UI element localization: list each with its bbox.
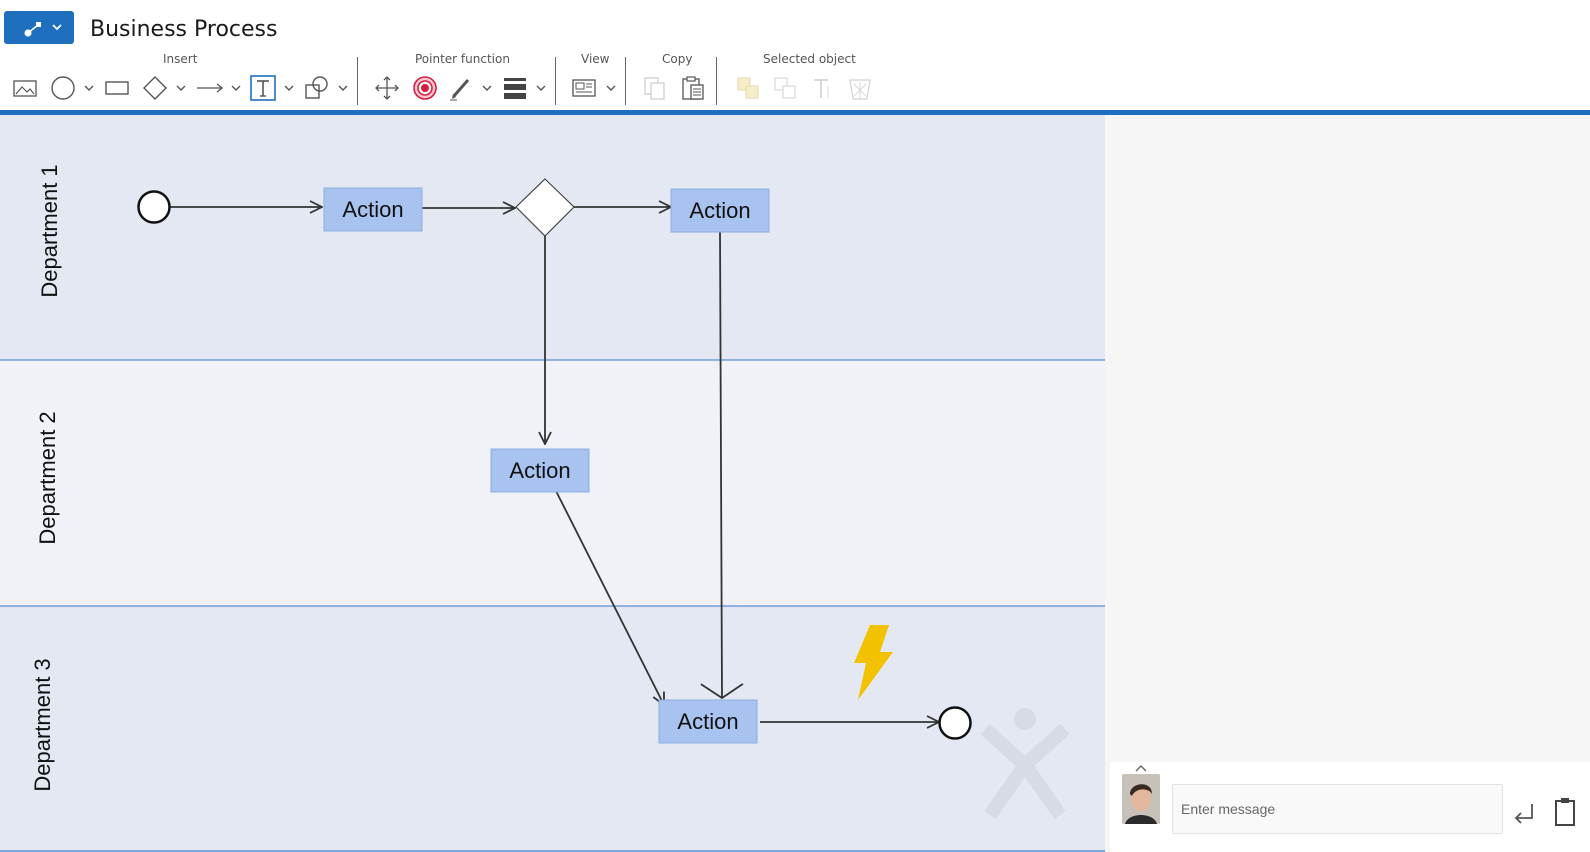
- chevron-down-icon: [84, 85, 94, 91]
- line-style-button[interactable]: [500, 73, 530, 103]
- action-node-1[interactable]: Action: [323, 187, 423, 232]
- toolbar-accent-line: [0, 110, 1590, 115]
- insert-arrow-button[interactable]: [194, 73, 226, 103]
- image-icon: [13, 80, 37, 97]
- delete-button[interactable]: [845, 73, 875, 103]
- end-event[interactable]: [938, 706, 972, 740]
- action-node-2[interactable]: Action: [670, 188, 770, 233]
- text-format-icon: [814, 79, 829, 98]
- chevron-down-icon: [338, 85, 348, 91]
- start-event[interactable]: [137, 190, 171, 224]
- target-icon: [413, 76, 437, 100]
- pen-icon: [450, 79, 470, 101]
- line-style-icon: [504, 78, 526, 99]
- move-icon: [375, 76, 399, 100]
- circle-icon: [51, 76, 75, 100]
- side-panel: [1105, 115, 1590, 852]
- copy-group-label: Copy: [662, 52, 693, 66]
- insert-diamond-button[interactable]: [140, 73, 170, 103]
- diamond-icon: [143, 76, 167, 100]
- action-node-3[interactable]: Action: [490, 448, 590, 493]
- watermark-logo: [980, 708, 1070, 820]
- diagram-menu-icon: [24, 22, 62, 37]
- move-pointer-button[interactable]: [372, 73, 402, 103]
- copy-button[interactable]: [640, 73, 670, 103]
- flow-arrow[interactable]: [720, 230, 722, 698]
- avatar[interactable]: [1122, 774, 1160, 824]
- chevron-down-icon: [606, 85, 616, 91]
- paste-button[interactable]: [678, 73, 708, 103]
- clipboard-icon[interactable]: [1553, 796, 1577, 828]
- action-node-label: Action: [342, 197, 403, 222]
- flow-arrow[interactable]: [555, 490, 664, 705]
- shapes-icon: [305, 76, 328, 99]
- lane-label-department-3: Department 3: [30, 658, 55, 791]
- insert-circle-button[interactable]: [48, 73, 78, 103]
- lane-label-department-1: Department 1: [37, 164, 62, 297]
- send-to-back-button[interactable]: [770, 73, 800, 103]
- lane-department-3: [0, 606, 1105, 852]
- chevron-up-icon[interactable]: [1134, 764, 1148, 774]
- shapes-dropdown-button[interactable]: [336, 73, 350, 103]
- view-group-label: View: [581, 52, 610, 66]
- lane-label-department-2: Department 2: [35, 411, 60, 544]
- arrow-line-icon: [197, 83, 224, 93]
- swimlane-diagram[interactable]: Department 1 Department 2 Department 3: [0, 115, 1105, 852]
- insert-group-label: Insert: [163, 52, 198, 66]
- send-enter-icon[interactable]: [1513, 800, 1537, 824]
- text-format-button[interactable]: [807, 73, 837, 103]
- user-avatar-image: [1122, 774, 1160, 824]
- chevron-down-icon: [176, 85, 186, 91]
- insert-image-button[interactable]: [10, 73, 40, 103]
- pen-dropdown-button[interactable]: [480, 73, 494, 103]
- action-node-label: Action: [677, 709, 738, 734]
- chevron-down-icon: [284, 85, 294, 91]
- laser-pointer-button[interactable]: [410, 73, 440, 103]
- chevron-down-icon: [536, 85, 546, 91]
- action-node-label: Action: [689, 198, 750, 223]
- bring-front-icon: [737, 77, 759, 99]
- bring-to-front-button[interactable]: [733, 73, 763, 103]
- line-style-dropdown-button[interactable]: [534, 73, 548, 103]
- diagram-canvas[interactable]: Department 1 Department 2 Department 3: [0, 115, 1105, 852]
- copy-icon: [644, 77, 665, 100]
- delete-icon: [849, 79, 871, 100]
- toolbar-area: Business Process Insert Pointer function…: [0, 0, 1590, 115]
- gateway-diamond[interactable]: [515, 178, 575, 237]
- insert-shapes-button[interactable]: [302, 73, 332, 103]
- toolbar-separator: [357, 57, 358, 105]
- text-dropdown-button[interactable]: [282, 73, 296, 103]
- diamond-dropdown-button[interactable]: [174, 73, 188, 103]
- text-icon: [250, 75, 276, 101]
- chevron-down-icon: [482, 85, 492, 91]
- selected-object-group-label: Selected object: [763, 52, 856, 66]
- action-node-label: Action: [509, 458, 570, 483]
- send-back-icon: [774, 77, 796, 99]
- paste-icon: [682, 76, 704, 100]
- chevron-down-icon: [231, 85, 241, 91]
- view-icon: [572, 79, 596, 97]
- chat-message-input[interactable]: [1172, 784, 1503, 834]
- arrow-dropdown-button[interactable]: [229, 73, 243, 103]
- rectangle-icon: [105, 81, 129, 95]
- toolbar-separator: [625, 57, 626, 105]
- circle-dropdown-button[interactable]: [82, 73, 96, 103]
- document-title: Business Process: [90, 17, 278, 42]
- app-menu-button[interactable]: [4, 11, 74, 44]
- lane-department-1: [0, 115, 1105, 360]
- toolbar-separator: [716, 57, 717, 105]
- view-button[interactable]: [569, 73, 599, 103]
- lightning-icon[interactable]: [854, 625, 893, 700]
- toolbar-separator: [555, 57, 556, 105]
- view-dropdown-button[interactable]: [604, 73, 618, 103]
- pen-button[interactable]: [446, 73, 476, 103]
- pointer-function-group-label: Pointer function: [415, 52, 510, 66]
- insert-text-button[interactable]: [248, 73, 278, 103]
- insert-rectangle-button[interactable]: [102, 73, 132, 103]
- action-node-4[interactable]: Action: [658, 699, 758, 744]
